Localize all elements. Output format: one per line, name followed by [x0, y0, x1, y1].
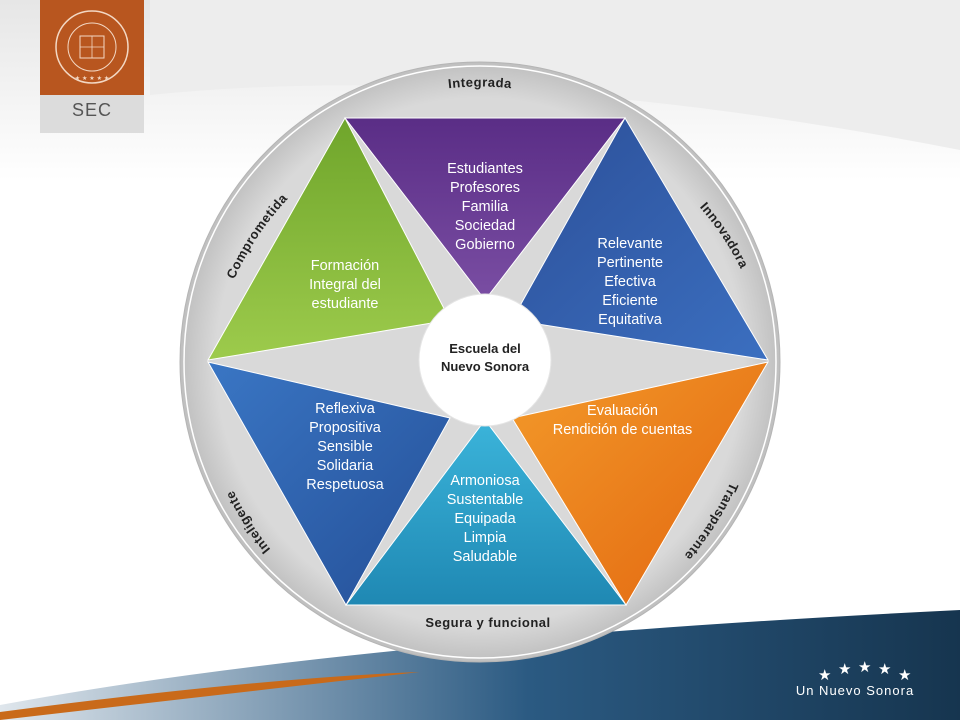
hexagon-segments	[207, 116, 770, 607]
segment-upper-left-line: Formación	[310, 258, 380, 274]
footer-brand: Un Nuevo Sonora	[780, 683, 930, 698]
ring-label-bottom: Segura y funcional	[425, 615, 550, 630]
segment-top-line: Familia	[461, 199, 509, 215]
segment-lower-left-line: Reflexiva	[315, 401, 375, 417]
center-label-line1: Escuela del	[449, 341, 521, 356]
ring-label-top: Integrada	[447, 75, 513, 92]
footer-brand-text: Un Nuevo Sonora	[795, 683, 915, 698]
segment-lower-left-line: Propositiva	[309, 420, 381, 436]
center-label: Escuela del Nuevo Sonora	[420, 340, 550, 376]
segment-lower-right-line: Evaluación	[587, 403, 658, 419]
state-seal-icon	[55, 10, 129, 84]
segment-top-line: Profesores	[449, 180, 521, 196]
segment-lower-left-line: Solidaria	[316, 458, 374, 474]
segment-upper-right-line: Eficiente	[602, 293, 658, 309]
sec-badge: ★ ★ ★ ★ ★	[40, 0, 144, 133]
segment-top-line: Estudiantes	[447, 161, 523, 177]
segment-lower-right-text: Evaluación Rendición de cuentas	[535, 402, 710, 440]
segment-bottom-line: Armoniosa	[450, 473, 520, 489]
center-circle	[418, 293, 552, 427]
segment-upper-right-text: Relevante Pertinente Efectiva Eficiente …	[570, 235, 690, 330]
segment-upper-right-line: Efectiva	[604, 274, 656, 290]
segment-top-line: Gobierno	[455, 237, 515, 253]
segment-top	[343, 117, 627, 301]
segment-bottom-line: Saludable	[452, 549, 518, 565]
footer-stars: ★ ★ ★ ★ ★	[818, 658, 911, 684]
segment-lower-left	[207, 361, 451, 607]
segment-upper-left	[207, 116, 451, 361]
segment-lower-right	[511, 361, 770, 606]
segment-upper-left-text: Formación Integral del estudiante	[285, 257, 405, 314]
svg-text:★: ★	[858, 658, 871, 676]
segment-bottom-text: Armoniosa Sustentable Equipada Limpia Sa…	[425, 472, 545, 567]
svg-text:★: ★	[818, 666, 831, 684]
segment-bottom	[344, 419, 628, 606]
center-label-line2: Nuevo Sonora	[440, 359, 530, 374]
svg-text:★: ★	[898, 666, 911, 684]
segment-upper-right-line: Equitativa	[598, 312, 662, 328]
svg-text:★: ★	[838, 660, 851, 678]
segment-bottom-line: Equipada	[454, 511, 516, 527]
segment-upper-right	[511, 116, 769, 361]
sec-label: SEC	[71, 100, 112, 120]
svg-text:★ ★ ★ ★ ★: ★ ★ ★ ★ ★	[75, 75, 110, 82]
svg-text:★: ★	[878, 660, 891, 678]
segment-lower-left-line: Sensible	[317, 439, 373, 455]
segment-upper-right-line: Relevante	[597, 236, 663, 252]
segment-top-text: Estudiantes Profesores Familia Sociedad …	[415, 160, 555, 255]
segment-upper-left-line: estudiante	[311, 296, 379, 312]
segment-top-line: Sociedad	[454, 218, 516, 234]
segment-upper-right-line: Pertinente	[596, 255, 664, 271]
footer-band	[0, 610, 960, 720]
segment-bottom-line: Sustentable	[446, 492, 524, 508]
segment-bottom-line: Limpia	[463, 530, 507, 546]
segment-lower-left-text: Reflexiva Propositiva Sensible Solidaria…	[285, 400, 405, 495]
segment-lower-left-line: Respetuosa	[306, 477, 384, 493]
segment-lower-right-line: Rendición de cuentas	[552, 422, 693, 438]
segment-upper-left-line: Integral del	[309, 277, 381, 293]
